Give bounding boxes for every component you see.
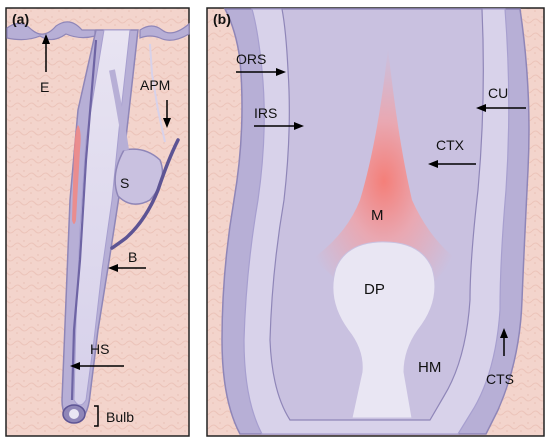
arrow-ctx-head — [428, 160, 438, 168]
panel-b-label: (b) — [213, 11, 231, 27]
arrow-apm-head — [163, 118, 171, 128]
label-dp: DP — [364, 281, 385, 298]
muscle-origin — [149, 43, 166, 143]
dermal-papilla-small — [69, 409, 79, 419]
arrow-e-head — [42, 34, 50, 44]
arrow-ors-head — [276, 68, 286, 76]
panel-a: (a) E APM S B HS Bulb — [5, 7, 190, 437]
label-hs: HS — [90, 341, 109, 357]
hair-shaft — [73, 29, 131, 406]
sebaceous-gland — [114, 148, 164, 205]
label-e: E — [40, 79, 49, 95]
panel-a-label: (a) — [12, 11, 29, 27]
sheath-line — [70, 39, 98, 401]
medulla-streak — [72, 125, 81, 224]
label-cu: CU — [488, 85, 508, 101]
gland-duct — [109, 69, 129, 151]
panel-b: (b) ORS IRS CU CTX M DP HM CTS — [206, 7, 545, 437]
label-hm: HM — [418, 359, 441, 376]
label-irs: IRS — [254, 105, 277, 121]
label-b: B — [128, 249, 137, 265]
epidermis-right — [139, 22, 190, 41]
label-cts: CTS — [486, 371, 514, 387]
label-bulb: Bulb — [106, 409, 134, 425]
medulla — [308, 48, 460, 290]
arrow-b-head — [108, 264, 118, 272]
label-ors: ORS — [236, 51, 266, 67]
label-s: S — [120, 175, 129, 191]
arrow-irs-head — [294, 122, 304, 130]
dermal-papilla — [332, 241, 436, 419]
arrow-hs-head — [70, 362, 80, 370]
arrector-pili-muscle — [110, 138, 180, 250]
bulb-bracket — [94, 405, 99, 427]
arrow-cu-head — [476, 104, 486, 112]
arrow-cts-head — [500, 328, 508, 338]
label-ctx: CTX — [436, 137, 465, 153]
label-apm: APM — [140, 77, 170, 93]
label-m: M — [371, 207, 384, 224]
